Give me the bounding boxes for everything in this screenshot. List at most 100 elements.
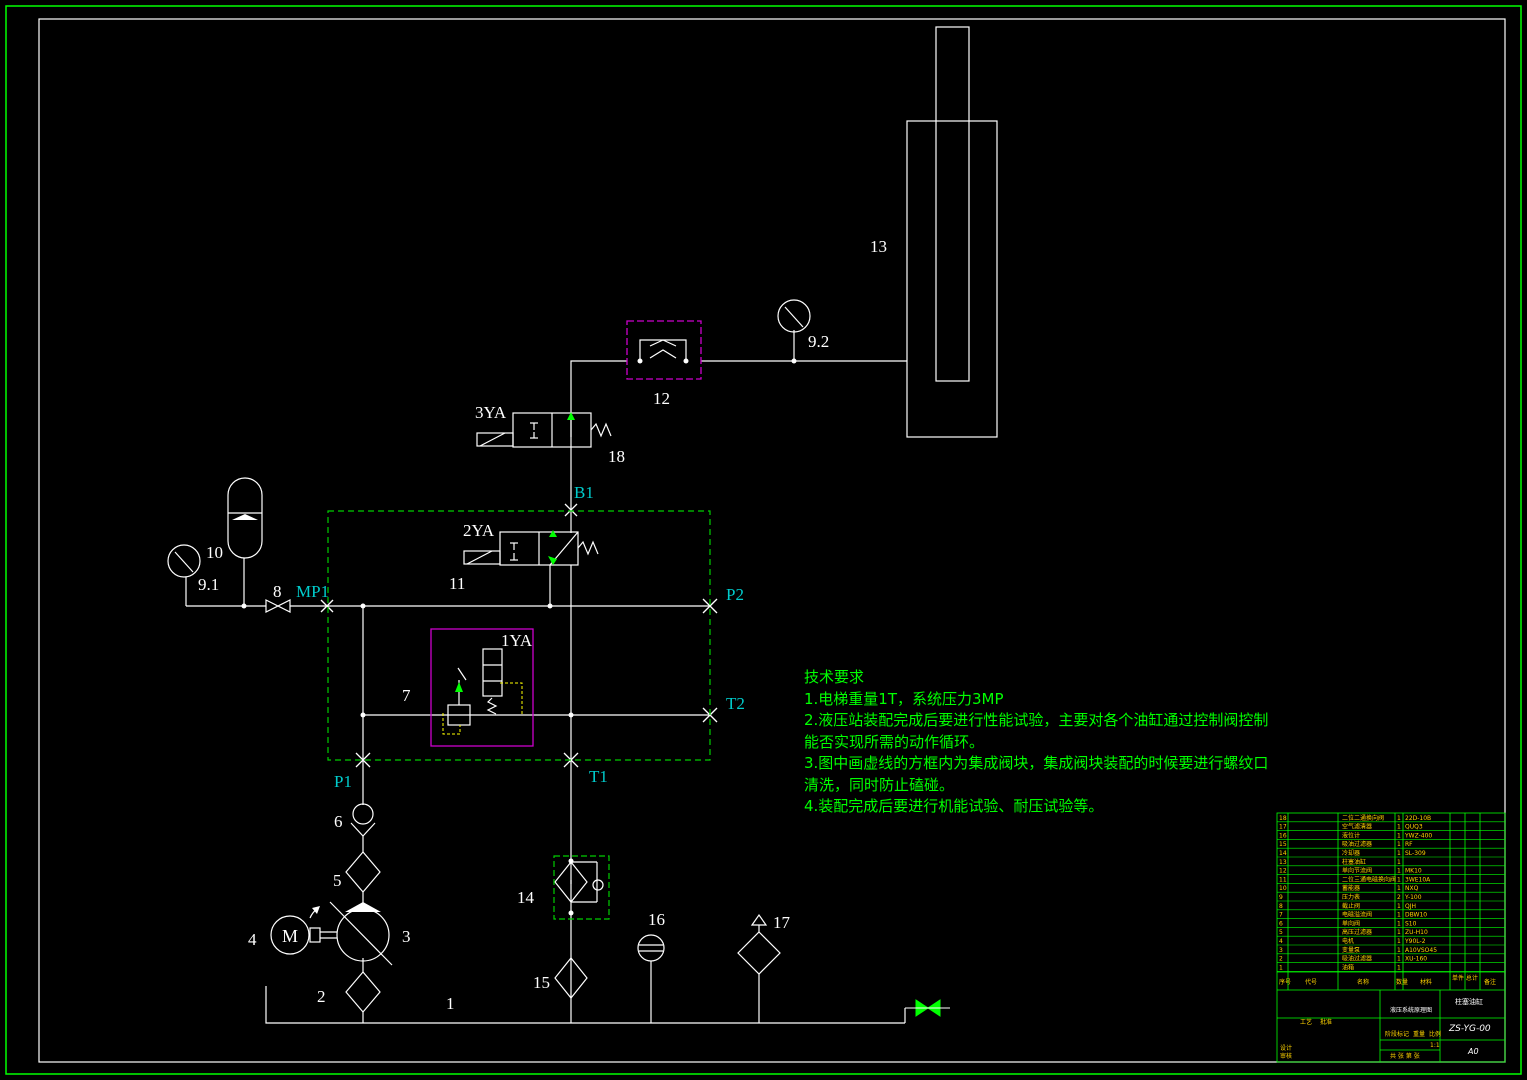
label-6: 6 bbox=[334, 812, 343, 831]
motor-label: M bbox=[282, 926, 298, 946]
check-valve-6 bbox=[352, 803, 374, 825]
tb-sheets: 共 张 第 张 bbox=[1390, 1052, 1420, 1060]
port-t1: T1 bbox=[589, 767, 608, 786]
label-7: 7 bbox=[402, 686, 411, 705]
bom-qty: 1 bbox=[1397, 912, 1401, 919]
bom-spec: QUQ3 bbox=[1405, 824, 1423, 831]
bom-name: 液位计 bbox=[1342, 831, 1360, 839]
notes-line-4: 3.图中画虚线的方框内为集成阀块，集成阀块装配的时候要进行螺纹口 bbox=[804, 754, 1268, 772]
bom-no: 3 bbox=[1279, 947, 1283, 954]
bom-name: 冷却器 bbox=[1342, 849, 1360, 857]
gauge-9-2 bbox=[777, 299, 811, 333]
bom-spec: DBW10 bbox=[1405, 912, 1427, 919]
bom-qty: 1 bbox=[1397, 956, 1401, 963]
tb-design: 设计 bbox=[1280, 1044, 1292, 1052]
tb-scale: 1:1 bbox=[1430, 1042, 1440, 1049]
bom-name: 吸油过滤器 bbox=[1342, 840, 1372, 848]
stop-valve-8 bbox=[265, 599, 291, 613]
port-t2: T2 bbox=[726, 694, 745, 713]
label-5: 5 bbox=[333, 871, 342, 890]
bom-spec: NXQ bbox=[1405, 885, 1419, 892]
cylinder-barrel bbox=[906, 120, 998, 438]
tb-header-no: 序号 bbox=[1279, 978, 1291, 986]
solenoid-3ya: 3YA bbox=[475, 403, 507, 422]
bom-spec: 22D-10B bbox=[1405, 815, 1431, 822]
bom-qty: 1 bbox=[1397, 964, 1401, 971]
tb-drawing-name: 液压系统原理图 bbox=[1390, 1006, 1432, 1014]
notes-line-3: 能否实现所需的动作循环。 bbox=[804, 733, 984, 751]
tb-header-qty: 数量 bbox=[1396, 978, 1408, 986]
bom-name: 柱塞油缸 bbox=[1342, 858, 1366, 866]
bom-spec: 3WE10A bbox=[1405, 876, 1431, 883]
bom-name: 油箱 bbox=[1342, 963, 1354, 971]
port-b1: B1 bbox=[574, 483, 594, 502]
tb-drawing-no: ZS-YG-00 bbox=[1448, 1024, 1491, 1034]
bom-no: 6 bbox=[1279, 920, 1283, 927]
bom-no: 16 bbox=[1279, 832, 1287, 839]
bom-qty: 1 bbox=[1397, 868, 1401, 875]
label-14: 14 bbox=[517, 888, 535, 907]
tb-header-code: 代号 bbox=[1305, 978, 1317, 986]
tb-header-material: 材料 bbox=[1420, 978, 1432, 986]
bom-qty: 1 bbox=[1397, 824, 1401, 831]
bom-qty: 1 bbox=[1397, 850, 1401, 857]
bom-spec: Y90L-2 bbox=[1404, 938, 1426, 945]
bom-qty: 1 bbox=[1397, 815, 1401, 822]
filter-5 bbox=[345, 851, 381, 893]
bom-spec: A10VSO45 bbox=[1405, 947, 1437, 954]
outer-frame bbox=[5, 5, 1522, 1075]
inner-frame bbox=[38, 18, 1506, 1063]
bom-name: 单向阀 bbox=[1342, 919, 1360, 927]
bom-qty: 1 bbox=[1397, 903, 1401, 910]
bom-spec: QJH bbox=[1405, 903, 1416, 910]
air-filter-17 bbox=[737, 931, 781, 975]
bom-name: 高压过滤器 bbox=[1342, 928, 1372, 936]
bom-spec: SL-309 bbox=[1405, 850, 1426, 857]
bom-qty: 1 bbox=[1397, 920, 1401, 927]
label-4: 4 bbox=[248, 930, 257, 949]
tb-approve: 批准 bbox=[1320, 1018, 1332, 1026]
accumulator bbox=[227, 477, 263, 559]
bom-qty: 2 bbox=[1397, 894, 1401, 901]
tb-sheet: A0 bbox=[1467, 1047, 1479, 1056]
integrated-block bbox=[327, 510, 711, 761]
label-12: 12 bbox=[653, 389, 670, 408]
bom-no: 5 bbox=[1279, 929, 1283, 936]
label-13: 13 bbox=[870, 237, 887, 256]
bom-qty: 1 bbox=[1397, 947, 1401, 954]
bom-no: 11 bbox=[1279, 876, 1287, 883]
bom-spec: RF bbox=[1405, 841, 1413, 848]
tb-weight: 重量 bbox=[1413, 1030, 1425, 1038]
tb-header-weight: 单件 总计 bbox=[1452, 974, 1478, 982]
label-17: 17 bbox=[773, 913, 791, 932]
notes-line-5: 清洗，同时防止磕碰。 bbox=[804, 776, 954, 794]
bom-name: 压力表 bbox=[1342, 893, 1360, 901]
label-15: 15 bbox=[533, 973, 550, 992]
notes-line-6: 4.装配完成后要进行机能试验、耐压试验等。 bbox=[804, 797, 1103, 815]
valve-7-box bbox=[430, 628, 534, 747]
bom-qty: 1 bbox=[1397, 832, 1401, 839]
bom-no: 12 bbox=[1279, 868, 1287, 875]
bom-no: 18 bbox=[1279, 815, 1287, 822]
bom-no: 13 bbox=[1279, 859, 1287, 866]
valve-14-box bbox=[553, 855, 610, 920]
bom-no: 10 bbox=[1279, 885, 1287, 892]
filter-2 bbox=[345, 971, 381, 1013]
bom-name: 单向节流阀 bbox=[1342, 867, 1372, 875]
label-2: 2 bbox=[317, 987, 326, 1006]
bom-no: 2 bbox=[1279, 956, 1283, 963]
notes-line-1: 1.电梯重量1T，系统压力3MP bbox=[804, 690, 1004, 708]
port-p1: P1 bbox=[334, 772, 352, 791]
label-11: 11 bbox=[449, 574, 465, 593]
tank-outline bbox=[265, 986, 905, 1024]
gauge-9-1 bbox=[167, 544, 201, 578]
tb-company: 柱塞油缸 bbox=[1455, 997, 1483, 1006]
bom-no: 4 bbox=[1279, 938, 1283, 945]
bom-qty: 1 bbox=[1397, 885, 1401, 892]
bom-spec: YWZ-400 bbox=[1404, 832, 1432, 839]
bom-spec: S10 bbox=[1405, 920, 1417, 927]
label-3: 3 bbox=[402, 927, 411, 946]
label-8: 8 bbox=[273, 582, 282, 601]
filter-15 bbox=[554, 957, 588, 999]
cylinder-plunger bbox=[935, 26, 970, 382]
